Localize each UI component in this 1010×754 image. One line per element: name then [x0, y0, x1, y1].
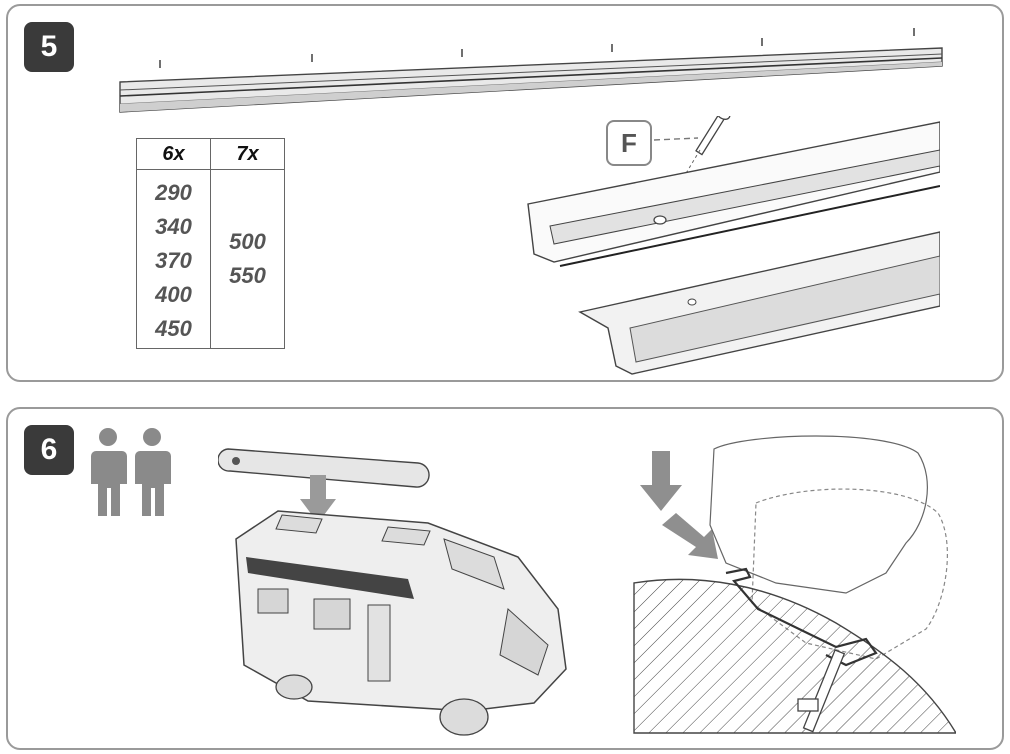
- screw-icon: [159, 28, 915, 68]
- header-7x: 7x: [210, 138, 285, 170]
- column-7x: 500 550: [210, 169, 285, 349]
- down-arrow-icon: [640, 451, 682, 511]
- two-persons-icon: [91, 428, 171, 516]
- mount-detail-icon: [633, 435, 956, 734]
- length-value: 550: [229, 263, 266, 288]
- down-arrow-icon: [662, 513, 718, 559]
- down-arrow-icon: [300, 475, 336, 523]
- length-value: 290: [155, 180, 192, 205]
- column-6x: 290 340 370 400 450: [136, 169, 211, 349]
- camper-van-icon: [218, 448, 567, 736]
- length-value: 370: [155, 248, 192, 273]
- step-6-badge: 6: [24, 425, 74, 475]
- step-6-panel: 6: [6, 407, 1004, 750]
- length-value: 450: [155, 316, 192, 341]
- step-5-badge: 5: [24, 22, 74, 72]
- part-label-f: F: [606, 120, 652, 166]
- rail-closeup-icon: [527, 116, 940, 375]
- rail-icon: [119, 28, 943, 113]
- length-quantity-table: 6x 7x 290 340 370 400 450 500 550: [136, 138, 285, 349]
- awning-icon: [218, 448, 430, 488]
- length-value: 500: [229, 229, 266, 254]
- length-value: 340: [155, 214, 192, 239]
- step-5-panel: 5 6x 7x 290 340 370 400 450: [6, 4, 1004, 382]
- header-6x: 6x: [136, 138, 211, 170]
- length-value: 400: [155, 282, 192, 307]
